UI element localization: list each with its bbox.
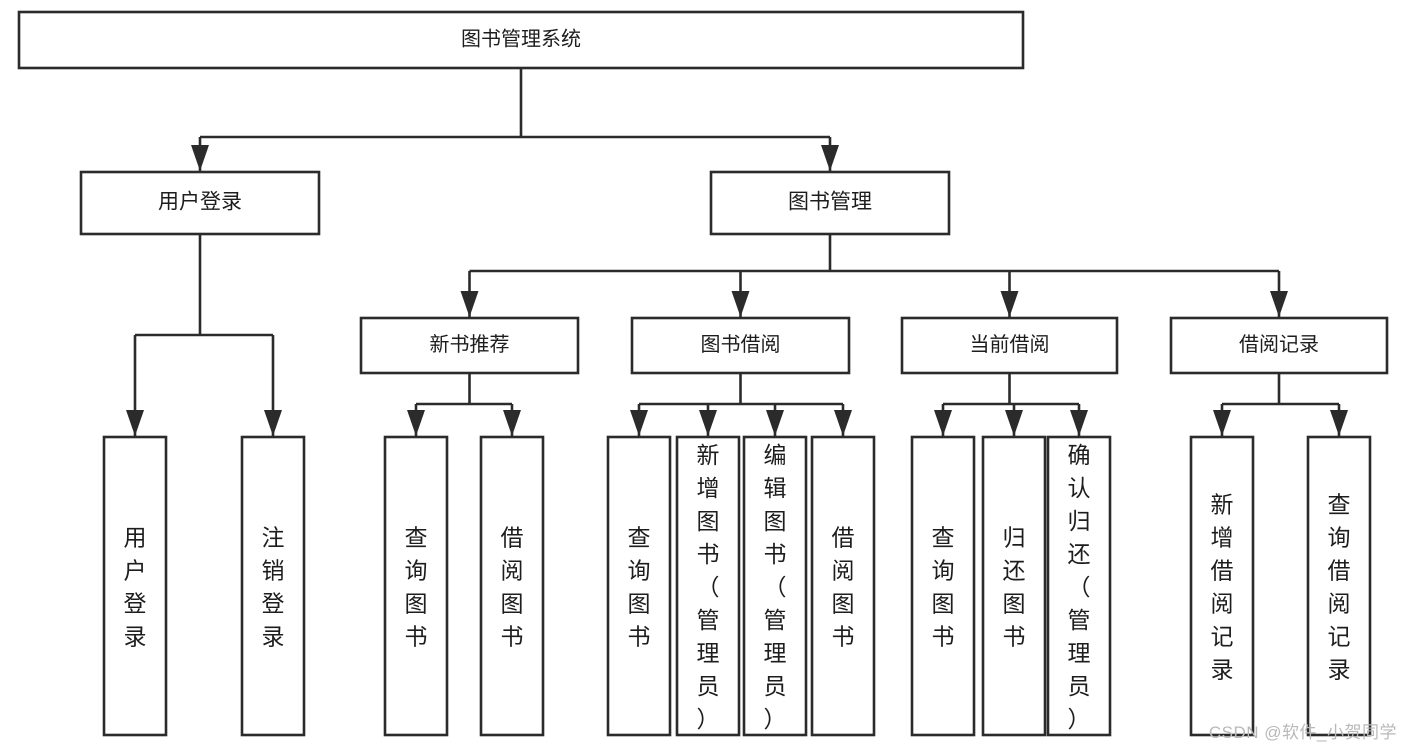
arrow-head-icon-add-book-admin — [699, 410, 717, 436]
node-book-borrow[interactable]: 图书借阅 — [630, 316, 851, 375]
node-box-user-logout — [240, 435, 306, 737]
arrow-head-icon-current-borrow — [1000, 291, 1019, 317]
node-label-query-book-1: 查询图书 — [405, 525, 428, 650]
node-borrow-book-1[interactable]: 借阅图书 — [479, 435, 545, 737]
node-label-borrow-book-2: 借阅图书 — [832, 525, 855, 650]
node-box-query-book-3 — [910, 435, 976, 737]
arrow-head-icon-user-login-do — [126, 410, 144, 436]
arrow-head-icon-query-book-3 — [934, 410, 952, 436]
arrow-head-icon-book-management — [821, 145, 839, 171]
node-query-book-2[interactable]: 查询图书 — [606, 435, 672, 737]
node-new-book-recommend[interactable]: 新书推荐 — [359, 316, 580, 375]
node-root[interactable]: 图书管理系统 — [17, 10, 1025, 70]
arrow-head-icon-borrow-book-2 — [834, 410, 852, 436]
connectors-layer — [126, 68, 1348, 436]
node-box-borrow-record — [1169, 316, 1389, 375]
node-label-book-borrow: 图书借阅 — [701, 333, 781, 356]
arrow-head-icon-return-book — [1005, 410, 1023, 436]
arrow-head-icon-confirm-return-admin — [1070, 410, 1088, 436]
arrow-head-icon-book-borrow — [731, 291, 750, 317]
arrow-head-icon-edit-book-admin — [766, 410, 784, 436]
node-label-book-management: 图书管理 — [788, 191, 872, 214]
arrow-head-icon-borrow-record — [1270, 291, 1288, 317]
node-box-add-borrow-record — [1189, 435, 1255, 737]
node-label-current-borrow: 当前借阅 — [970, 333, 1050, 356]
node-label-return-book: 归还图书 — [1003, 525, 1026, 650]
node-label-add-borrow-record: 新增借阅记录 — [1211, 492, 1234, 683]
node-box-book-management — [709, 170, 951, 236]
node-label-add-book-admin: 新增图书（管理员） — [697, 442, 720, 732]
node-label-root: 图书管理系统 — [461, 27, 581, 50]
node-label-query-book-3: 查询图书 — [932, 525, 955, 650]
node-confirm-return-admin[interactable]: 确认归还（管理员） — [1046, 435, 1112, 737]
arrow-head-icon-query-borrow-record — [1330, 410, 1348, 436]
node-borrow-book-2[interactable]: 借阅图书 — [810, 435, 876, 737]
node-label-user-login: 用户登录 — [158, 191, 242, 214]
arrow-head-icon-borrow-book-1 — [503, 410, 521, 436]
node-user-login[interactable]: 用户登录 — [79, 170, 321, 236]
node-label-query-borrow-record: 查询借阅记录 — [1328, 492, 1351, 683]
node-label-user-logout: 注销登录 — [262, 525, 285, 650]
node-add-borrow-record[interactable]: 新增借阅记录 — [1189, 435, 1255, 737]
node-box-root — [17, 10, 1025, 70]
node-label-edit-book-admin: 编辑图书（管理员） — [764, 442, 787, 732]
node-box-query-borrow-record — [1306, 435, 1372, 737]
node-label-query-book-2: 查询图书 — [628, 525, 651, 650]
node-box-borrow-book-1 — [479, 435, 545, 737]
arrow-head-icon-user-login — [191, 145, 209, 171]
arrow-head-icon-query-book-1 — [407, 410, 425, 436]
node-current-borrow[interactable]: 当前借阅 — [900, 316, 1119, 375]
arrow-head-icon-add-borrow-record — [1213, 410, 1231, 436]
nodes-layer: 图书管理系统用户登录用户登录注销登录图书管理新书推荐查询图书借阅图书图书借阅查询… — [17, 10, 1389, 737]
arrow-head-icon-query-book-2 — [630, 410, 648, 436]
node-borrow-record[interactable]: 借阅记录 — [1169, 316, 1389, 375]
node-return-book[interactable]: 归还图书 — [981, 435, 1047, 737]
node-query-book-1[interactable]: 查询图书 — [383, 435, 449, 737]
node-user-logout[interactable]: 注销登录 — [240, 435, 306, 737]
node-box-confirm-return-admin — [1046, 435, 1112, 737]
node-box-query-book-2 — [606, 435, 672, 737]
node-query-book-3[interactable]: 查询图书 — [910, 435, 976, 737]
arrow-head-icon-user-logout — [264, 410, 282, 436]
node-label-borrow-book-1: 借阅图书 — [501, 525, 524, 650]
node-box-user-login-do — [102, 435, 168, 737]
node-box-return-book — [981, 435, 1047, 737]
node-box-edit-book-admin — [742, 435, 808, 737]
node-label-user-login-do: 用户登录 — [124, 525, 147, 650]
node-box-current-borrow — [900, 316, 1119, 375]
node-box-borrow-book-2 — [810, 435, 876, 737]
node-query-borrow-record[interactable]: 查询借阅记录 — [1306, 435, 1372, 737]
node-label-confirm-return-admin: 确认归还（管理员） — [1068, 442, 1091, 732]
node-add-book-admin[interactable]: 新增图书（管理员） — [675, 435, 741, 737]
node-label-borrow-record: 借阅记录 — [1239, 333, 1319, 356]
node-box-new-book-recommend — [359, 316, 580, 375]
node-edit-book-admin[interactable]: 编辑图书（管理员） — [742, 435, 808, 737]
node-box-user-login — [79, 170, 321, 236]
node-label-new-book-recommend: 新书推荐 — [430, 333, 510, 356]
node-box-book-borrow — [630, 316, 851, 375]
node-user-login-do[interactable]: 用户登录 — [102, 435, 168, 737]
arrow-head-icon-new-book-recommend — [460, 291, 479, 317]
node-book-management[interactable]: 图书管理 — [709, 170, 951, 236]
node-box-add-book-admin — [675, 435, 741, 737]
node-box-query-book-1 — [383, 435, 449, 737]
